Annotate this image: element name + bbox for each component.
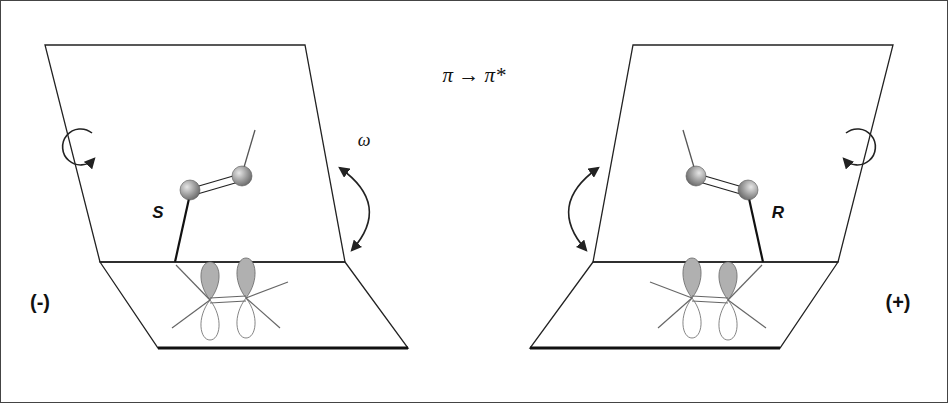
sign-label: (-)	[30, 291, 50, 314]
sign-label: (+)	[886, 291, 911, 314]
angle-symbol: ω	[358, 130, 371, 151]
configuration-label: S	[152, 203, 163, 223]
left-enantiomer	[45, 45, 408, 348]
right-enantiomer	[530, 45, 893, 348]
title-transition: π → π*	[442, 63, 505, 88]
configuration-label: R	[772, 203, 784, 223]
